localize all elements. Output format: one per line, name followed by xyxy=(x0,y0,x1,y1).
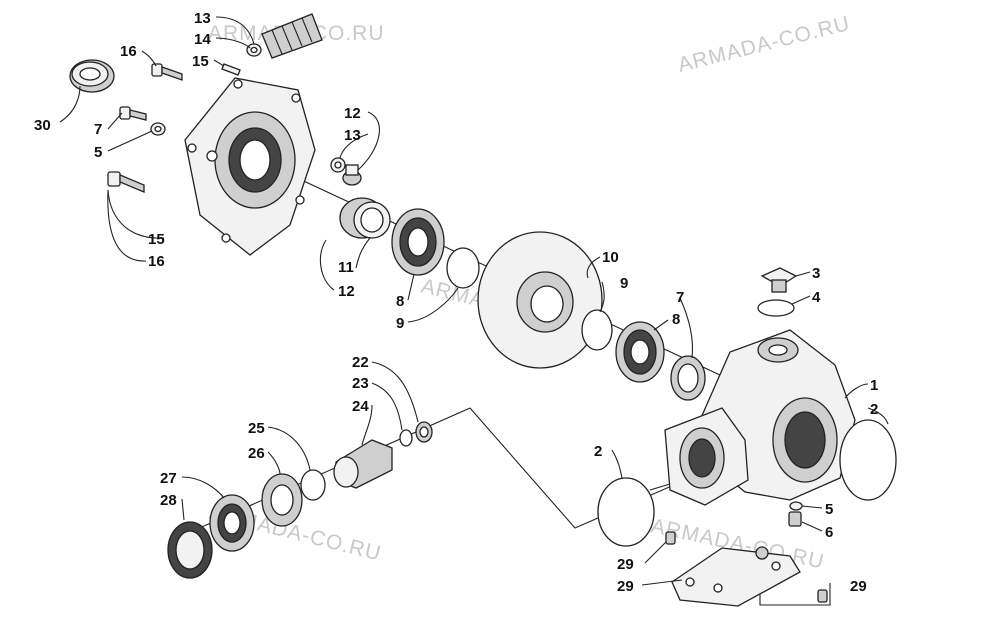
callout-29-left: 29 xyxy=(617,556,634,573)
callout-26: 27 xyxy=(160,470,177,487)
callout-4: 4 xyxy=(812,289,821,306)
callout-8-upper: 8 xyxy=(396,293,404,310)
callout-19: 14 xyxy=(194,31,211,48)
callout-17: 16 xyxy=(120,43,137,60)
oring-24 xyxy=(300,469,326,501)
callout-6-lower: 6 xyxy=(825,524,833,541)
plug-3 xyxy=(760,267,798,293)
oring-2-right xyxy=(839,419,897,501)
bolt-16 xyxy=(107,171,145,193)
callout-18: 13 xyxy=(194,10,211,27)
callout-22: 23 xyxy=(352,375,369,392)
callout-10: 10 xyxy=(602,249,619,266)
callout-20: 15 xyxy=(192,53,209,70)
boot-18 xyxy=(261,13,323,59)
callout-9-upper: 9 xyxy=(396,315,404,332)
callout-labels: 13 14 15 16 30 7 5 15 16 12 13 11 12 8 9… xyxy=(34,10,878,595)
bearing-8-upper xyxy=(391,208,445,276)
seal-25 xyxy=(261,473,303,527)
callout-8-lower: 8 xyxy=(672,311,680,328)
callout-12: 12 xyxy=(338,283,355,300)
pin-20 xyxy=(221,63,241,76)
oring-9-lower xyxy=(581,309,613,351)
callout-23: 24 xyxy=(352,398,369,415)
gear-case-1 xyxy=(664,329,856,506)
watermark: ARMADA-CO.RU xyxy=(676,12,853,77)
part-30-cap xyxy=(69,59,115,93)
oring-2-left xyxy=(597,477,655,547)
nut-27 xyxy=(167,521,213,579)
spacer-21 xyxy=(415,421,433,443)
callout-29-right: 29 xyxy=(850,578,867,595)
washer-14 xyxy=(330,157,346,173)
washer-5-lower xyxy=(789,501,803,511)
callout-1: 1 xyxy=(870,377,878,394)
collar-11 xyxy=(339,197,391,239)
skid-plate-28 xyxy=(671,546,801,607)
ring-gear-10 xyxy=(477,231,603,369)
callout-5-lower: 5 xyxy=(825,501,833,518)
washer-22 xyxy=(399,429,413,447)
bolt-6-upper xyxy=(119,106,147,121)
leader-lines xyxy=(59,16,889,586)
callout-2-left: 2 xyxy=(594,443,602,460)
callout-25: 26 xyxy=(248,445,265,462)
bolt-29-right xyxy=(817,589,828,603)
callout-11: 11 xyxy=(338,259,354,276)
callout-27: 28 xyxy=(160,492,177,509)
callout-2-right: 2 xyxy=(870,401,878,418)
pinion-gear-23 xyxy=(333,439,393,489)
callout-16: 16 xyxy=(148,253,165,270)
bearing-26 xyxy=(209,494,255,552)
plug-13 xyxy=(342,164,362,186)
callout-24: 25 xyxy=(248,420,265,437)
seal-7 xyxy=(670,355,706,401)
bolt-29-left xyxy=(665,531,676,545)
rear-housing-cover xyxy=(184,77,316,256)
callout-7: 7 xyxy=(676,289,684,306)
pinion-link-line xyxy=(469,407,691,529)
washer-5-upper xyxy=(150,122,166,136)
callout-14: 13 xyxy=(344,127,361,144)
bearing-8-lower xyxy=(615,321,665,383)
bolt-6-lower xyxy=(788,511,802,527)
oring-9-upper xyxy=(446,247,480,289)
callout-9-lower: 9 xyxy=(620,275,628,292)
callout-21: 22 xyxy=(352,354,369,371)
bolt-17 xyxy=(151,63,183,81)
callout-28: 29 xyxy=(617,578,634,595)
callout-6-upper: 7 xyxy=(94,121,102,138)
callout-15: 15 xyxy=(148,231,165,248)
callout-30: 30 xyxy=(34,117,51,134)
washer-19 xyxy=(246,43,262,57)
oring-4 xyxy=(757,299,795,317)
callout-5-upper: 5 xyxy=(94,144,102,161)
callout-3: 3 xyxy=(812,265,820,282)
callout-13: 12 xyxy=(344,105,361,122)
